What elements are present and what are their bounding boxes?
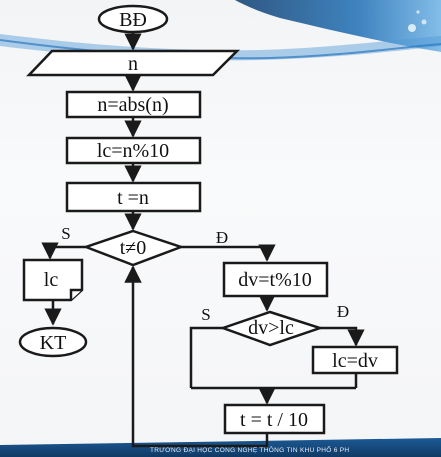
node-divide: t = t / 10 xyxy=(223,403,326,435)
loop-true-label: Đ xyxy=(216,228,228,247)
node-last-digit: lc=n%10 xyxy=(65,136,202,165)
last-digit-label: lc=n%10 xyxy=(97,140,169,162)
input-label: n xyxy=(128,53,138,75)
abs-label: n=abs(n) xyxy=(97,94,168,116)
node-copy: t =n xyxy=(65,181,202,213)
footer-bar: TRƯỜNG ĐẠI HỌC CÔNG NGHỆ THÔNG TIN KHU P… xyxy=(0,438,441,457)
node-assign-max: lc=dv xyxy=(311,345,399,375)
edge-compare-true xyxy=(320,326,365,347)
flow-edges xyxy=(41,32,365,448)
compare-false-label: S xyxy=(201,305,210,324)
edge-compare-false xyxy=(189,326,223,388)
compare-condition-label: dv>lc xyxy=(248,317,294,339)
node-unit-digit: dv=t%10 xyxy=(222,261,329,298)
copy-label: t =n xyxy=(117,187,149,209)
node-loop-condition: t≠0 xyxy=(82,229,185,267)
loop-condition-label: t≠0 xyxy=(120,237,147,259)
edge-cond-false xyxy=(41,242,86,260)
node-end: KT xyxy=(18,326,88,358)
assign-max-label: lc=dv xyxy=(332,350,378,372)
node-abs: n=abs(n) xyxy=(65,90,202,119)
node-input: n xyxy=(26,49,241,77)
compare-true-label: Đ xyxy=(337,302,349,321)
divide-label: t = t / 10 xyxy=(240,409,308,431)
footer-text: TRƯỜNG ĐẠI HỌC CÔNG NGHỆ THÔNG TIN KHU P… xyxy=(150,444,349,454)
node-output: lc xyxy=(22,258,84,302)
loop-false-label: S xyxy=(61,224,70,243)
edge-cond-true xyxy=(181,244,276,262)
end-label: KT xyxy=(40,332,67,354)
start-label: BĐ xyxy=(119,9,147,31)
edge-loop-back xyxy=(124,265,269,448)
unit-digit-label: dv=t%10 xyxy=(238,269,312,291)
output-label: lc xyxy=(44,269,59,291)
node-start: BĐ xyxy=(97,4,169,34)
node-compare-condition: dv>lc xyxy=(219,310,324,347)
